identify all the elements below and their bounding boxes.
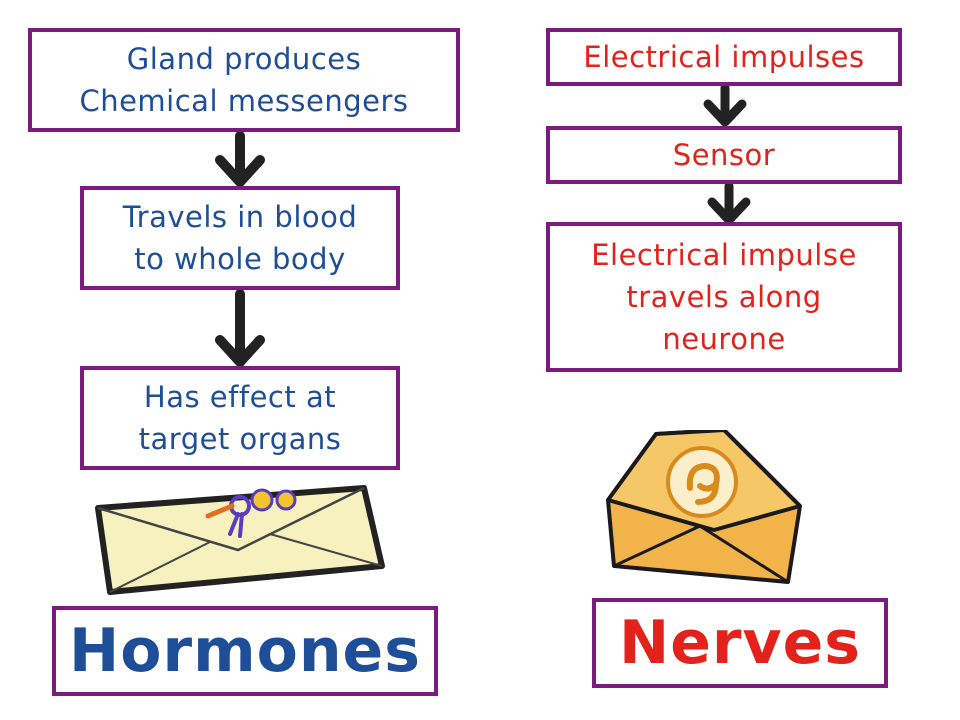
- nerves-step-1-label: Electrical impulses: [583, 40, 865, 74]
- hormones-step-3: Has effect at target organs: [80, 366, 400, 470]
- hormones-step-1-label: Gland produces Chemical messengers: [79, 42, 409, 118]
- nerves-step-2-label: Sensor: [672, 138, 776, 172]
- nerves-step-2: Sensor: [546, 126, 902, 184]
- hormones-title-text: Hormones: [69, 616, 421, 686]
- nerves-step-3: Electrical impulse travels along neurone: [546, 222, 902, 372]
- hormones-title: Hormones: [52, 606, 438, 696]
- hormones-step-2-label: Travels in blood to whole body: [122, 200, 358, 276]
- letter-envelope-icon: [95, 485, 385, 595]
- hormones-step-1: Gland produces Chemical messengers: [28, 28, 460, 132]
- nerves-step-3-label: Electrical impulse travels along neurone: [591, 238, 857, 356]
- down-arrow-icon: [215, 290, 265, 367]
- down-arrow-icon: [703, 86, 747, 127]
- hormones-step-2: Travels in blood to whole body: [80, 186, 400, 290]
- down-arrow-icon: [215, 132, 265, 187]
- nerves-step-1: Electrical impulses: [546, 28, 902, 86]
- nerves-title-text: Nerves: [618, 608, 861, 678]
- hormones-step-3-label: Has effect at target organs: [138, 380, 342, 456]
- email-envelope-icon: [606, 430, 802, 584]
- nerves-title: Nerves: [592, 598, 888, 688]
- down-arrow-icon: [707, 184, 751, 225]
